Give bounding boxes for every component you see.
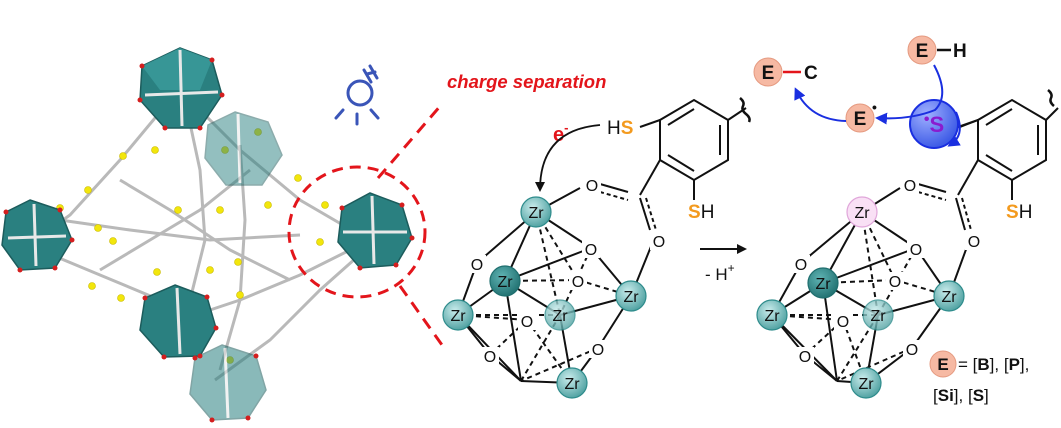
svg-text:Zr: Zr <box>623 289 639 306</box>
coupling-arrow <box>794 87 847 122</box>
svg-text:E: E <box>854 109 867 130</box>
sulfur-atoms <box>56 128 329 364</box>
middle-zr-6: Zr <box>556 367 588 399</box>
svg-text:O: O <box>968 234 980 251</box>
zr-cluster-left <box>1 199 73 271</box>
mof-framework-illustration <box>1 47 427 423</box>
svg-text:O: O <box>592 342 604 359</box>
right-cluster: Zr Zr Zr Zr Zr Zr O O O O O O O <box>753 35 1059 399</box>
svg-text:O: O <box>904 178 916 195</box>
middle-thiol-bottom: SH <box>688 202 714 223</box>
svg-text:SH: SH <box>688 202 714 223</box>
zr-cluster-upper-right <box>204 111 283 186</box>
svg-text:O: O <box>837 314 849 331</box>
svg-text:Zr: Zr <box>941 289 957 306</box>
svg-text:SH: SH <box>1006 202 1032 223</box>
middle-cluster: Zr Zr Zr Zr Zr Zr O O O O O O <box>442 97 751 399</box>
highlight-ellipse <box>287 165 427 299</box>
svg-text:e-: e- <box>553 120 568 146</box>
electron-transfer-arrow <box>535 124 601 192</box>
middle-oxygens: O O O O O O O O <box>468 176 668 366</box>
svg-text:O: O <box>910 242 922 259</box>
right-zr-5: Zr <box>862 299 894 331</box>
svg-text:Zr: Zr <box>528 205 544 222</box>
svg-text:Zr: Zr <box>870 308 886 325</box>
product-e-c: E C <box>753 57 818 87</box>
zr-cluster-top <box>139 47 223 129</box>
middle-benzene <box>639 97 751 200</box>
right-zr-6: Zr <box>850 367 882 399</box>
svg-text:O: O <box>471 257 483 274</box>
right-carboxylate <box>917 159 979 231</box>
svg-text:O: O <box>906 342 918 359</box>
right-zr-1-oxidized: Zr <box>846 196 878 228</box>
light-bulb-icon <box>334 64 380 126</box>
svg-text:•S: •S <box>924 111 944 137</box>
svg-text:Zr: Zr <box>815 276 831 293</box>
oxygen-atoms <box>3 57 415 423</box>
right-zr-2: Zr <box>807 267 839 299</box>
svg-text:H: H <box>953 41 967 62</box>
svg-text:O: O <box>585 242 597 259</box>
caption-charge-separation: charge separation <box>447 71 606 92</box>
svg-text:O: O <box>799 349 811 366</box>
reaction-arrow: - H+ <box>700 244 747 284</box>
element-legend: E = [B], [P], [Si], [S] <box>929 350 1029 405</box>
zr-cluster-right <box>337 192 413 269</box>
svg-text:O: O <box>795 257 807 274</box>
svg-text:O: O <box>889 274 901 291</box>
svg-text:HS: HS <box>607 118 633 139</box>
middle-zr-4: Zr <box>442 299 474 331</box>
right-zr-3: Zr <box>933 280 965 312</box>
middle-zr-5: Zr <box>544 299 576 331</box>
svg-text:Zr: Zr <box>450 308 466 325</box>
svg-text:O: O <box>653 234 665 251</box>
right-oxygens: O O O O O O O O <box>792 176 983 366</box>
substrate-e-h: E H <box>907 35 967 65</box>
svg-text:E: E <box>916 41 929 62</box>
zoom-lines <box>376 103 444 346</box>
svg-text:O: O <box>572 274 584 291</box>
svg-text:C: C <box>804 63 818 84</box>
svg-text:Zr: Zr <box>854 205 870 222</box>
middle-zr-3: Zr <box>615 280 647 312</box>
svg-text:O: O <box>521 314 533 331</box>
regeneration-arrow <box>947 111 961 147</box>
middle-zr-1: Zr <box>520 196 552 228</box>
e-radical: E • <box>845 99 877 133</box>
right-benzene <box>959 89 1059 200</box>
svg-text:Zr: Zr <box>858 376 874 393</box>
svg-text:E: E <box>762 63 775 84</box>
zr-cluster-bottom <box>139 284 217 358</box>
legend-line-2: [Si], [S] <box>933 386 989 405</box>
svg-text:Zr: Zr <box>764 308 780 325</box>
thiyl-radical: •S <box>909 99 979 149</box>
svg-text:E: E <box>937 355 948 374</box>
svg-text:Zr: Zr <box>497 274 513 291</box>
svg-text:- H+: - H+ <box>705 261 735 284</box>
svg-text:•: • <box>872 99 877 115</box>
electron-label: e- <box>553 120 568 146</box>
middle-carboxylate <box>599 159 661 231</box>
svg-text:O: O <box>484 349 496 366</box>
middle-zr-2: Zr <box>489 265 521 297</box>
svg-text:O: O <box>586 178 598 195</box>
svg-text:Zr: Zr <box>552 308 568 325</box>
svg-text:Zr: Zr <box>564 376 580 393</box>
hat-arrow <box>875 64 944 125</box>
zr-cluster-bottom-front <box>189 344 267 421</box>
right-thiol-bottom: SH <box>1006 202 1032 223</box>
right-zr-4: Zr <box>756 299 788 331</box>
legend-line-1: = [B], [P], <box>958 355 1029 374</box>
middle-thiol-top: HS <box>607 118 633 139</box>
